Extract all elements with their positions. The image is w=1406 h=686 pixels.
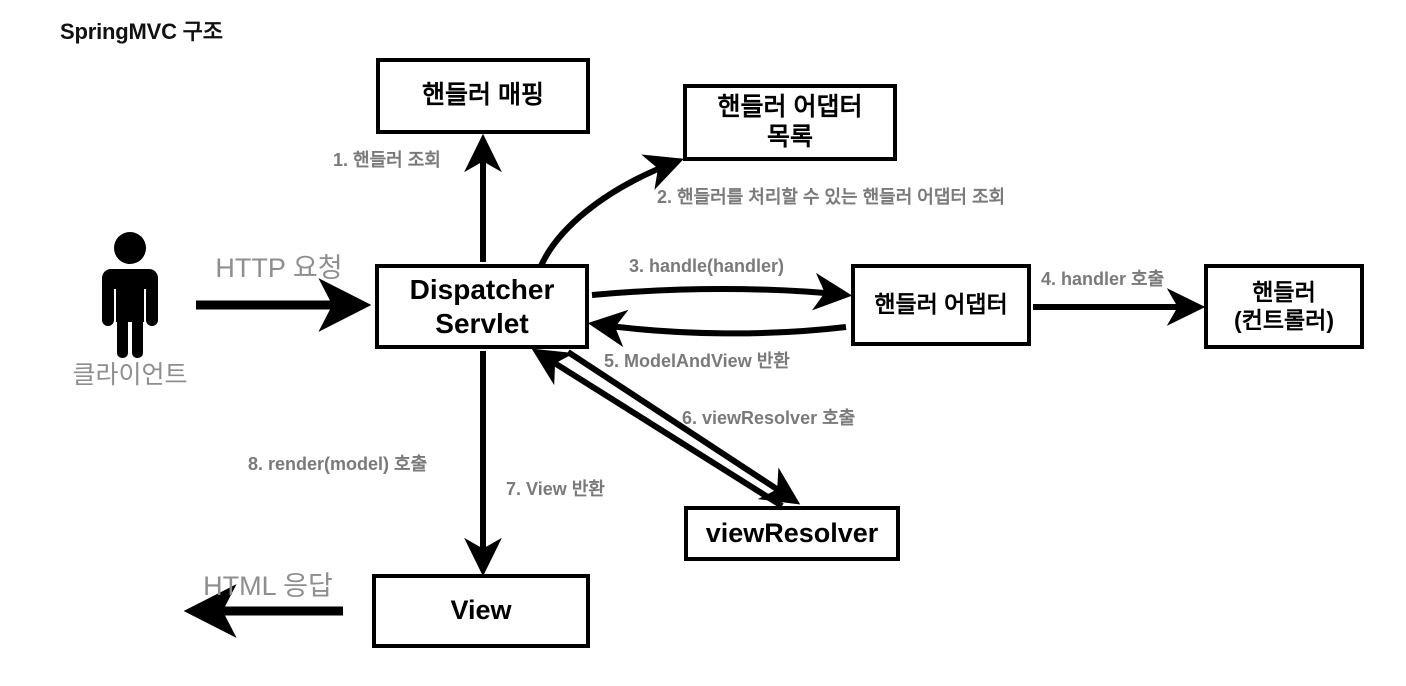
edge-label-model-and-view: 5. ModelAndView 반환: [604, 351, 790, 371]
edge-handle-handler: [591, 272, 853, 311]
edge-label-adapter-lookup: 2. 핸들러를 처리할 수 있는 핸들러 어댑터 조회: [657, 187, 1006, 207]
page-title: SpringMVC 구조: [60, 19, 223, 44]
person-icon: [88, 231, 172, 366]
edge-view-resolver-call: [566, 349, 801, 505]
edge-label-view-return: 7. View 반환: [506, 479, 605, 499]
edge-label-view-resolver-call: 6. viewResolver 호출: [682, 408, 856, 428]
edge-label-handle-handler: 3. handle(handler): [629, 256, 785, 276]
node-view[interactable]: View: [372, 574, 590, 648]
edge-label-handler-call: 4. handler 호출: [1041, 269, 1165, 289]
edge-label-handler-lookup: 1. 핸들러 조회: [333, 150, 441, 170]
node-dispatcher-servlet[interactable]: Dispatcher Servlet: [375, 264, 589, 349]
edge-view-return: [531, 348, 784, 509]
edge-model-and-view: [587, 309, 847, 348]
node-handler-controller[interactable]: 핸들러 (컨트롤러): [1204, 264, 1364, 349]
edge-label-render-model: 8. render(model) 호출: [248, 454, 428, 474]
edge-label-http-request: HTTP 요청: [215, 253, 343, 283]
actor-caption: 클라이언트: [72, 361, 188, 389]
node-view-resolver[interactable]: viewResolver: [684, 506, 900, 561]
node-handler-adapter[interactable]: 핸들러 어댑터: [851, 264, 1031, 346]
node-handler-mapping[interactable]: 핸들러 매핑: [376, 58, 590, 134]
node-handler-adapter-list[interactable]: 핸들러 어댑터 목록: [683, 84, 897, 161]
edge-adapter-lookup: [538, 154, 684, 268]
edge-label-html-response: HTML 응답: [203, 571, 333, 601]
